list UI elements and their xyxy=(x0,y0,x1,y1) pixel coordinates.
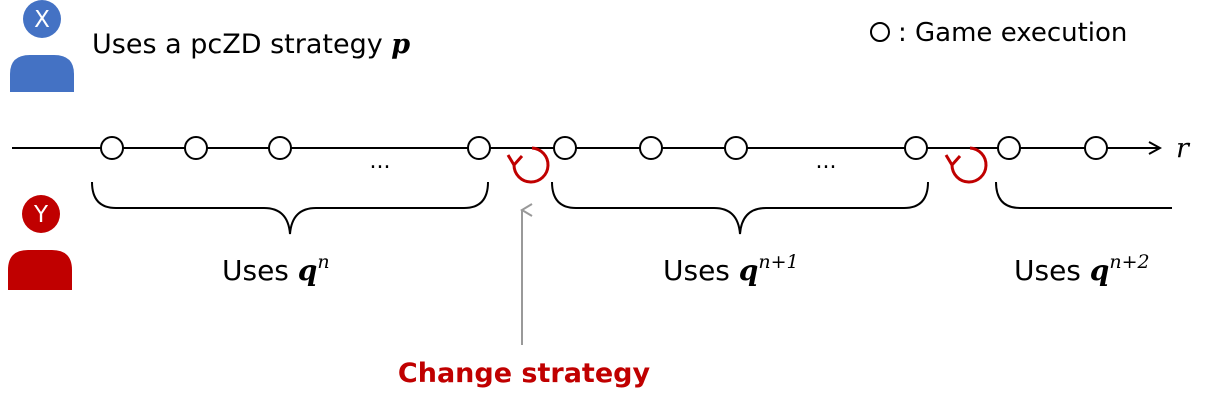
game-execution-circle xyxy=(1084,136,1108,160)
game-execution-circle xyxy=(639,136,663,160)
legend-text: : Game execution xyxy=(898,18,1127,48)
phase-label-2: Uses qn+1 xyxy=(663,251,799,287)
phase-1-superscript: n xyxy=(317,251,329,273)
brace-phase-1 xyxy=(91,181,489,235)
player-y-avatar: Y xyxy=(8,195,72,290)
change-strategy-icon-1 xyxy=(506,146,550,184)
brace-phase-3 xyxy=(995,181,1172,209)
player-x-strategy-prefix: Uses a pcZD strategy xyxy=(92,29,391,60)
game-execution-circle xyxy=(904,136,928,160)
game-execution-circle xyxy=(467,136,491,160)
game-execution-circle xyxy=(184,136,208,160)
game-execution-circle xyxy=(268,136,292,160)
phase-3-symbol: q xyxy=(1090,254,1110,287)
legend-circle-icon xyxy=(870,22,890,42)
phase-2-symbol: q xyxy=(739,254,759,287)
phase-3-superscript: n+2 xyxy=(1109,251,1149,273)
game-execution-circle xyxy=(997,136,1021,160)
game-execution-circle xyxy=(100,136,124,160)
player-x-avatar: X xyxy=(10,0,74,92)
brace-phase-2 xyxy=(551,181,929,235)
change-strategy-icon-2 xyxy=(944,146,988,184)
axis-label-r: r xyxy=(1176,133,1191,164)
phase-1-symbol: q xyxy=(298,254,318,287)
change-strategy-label: Change strategy xyxy=(398,358,651,389)
phase-3-prefix: Uses xyxy=(1014,254,1090,287)
ellipsis-1: ... xyxy=(370,149,391,174)
player-x-strategy-symbol: p xyxy=(391,29,410,60)
phase-label-3: Uses qn+2 xyxy=(1014,251,1150,287)
phase-2-prefix: Uses xyxy=(663,254,739,287)
player-y-head xyxy=(22,195,60,233)
phase-2-superscript: n+1 xyxy=(758,251,798,273)
player-y-badge: Y xyxy=(33,202,49,228)
player-y-body xyxy=(8,250,72,290)
player-x-strategy-text: Uses a pcZD strategy p xyxy=(92,29,410,60)
game-execution-circle xyxy=(553,136,577,160)
game-executions xyxy=(100,136,1108,160)
phase-label-1: Uses qn xyxy=(222,251,330,287)
game-execution-circle xyxy=(724,136,748,160)
phase-1-prefix: Uses xyxy=(222,254,298,287)
player-x-body xyxy=(10,55,74,92)
legend: : Game execution xyxy=(870,18,1127,48)
player-x-badge: X xyxy=(34,7,50,33)
ellipsis-2: ... xyxy=(816,149,837,174)
player-x-head xyxy=(23,0,61,38)
